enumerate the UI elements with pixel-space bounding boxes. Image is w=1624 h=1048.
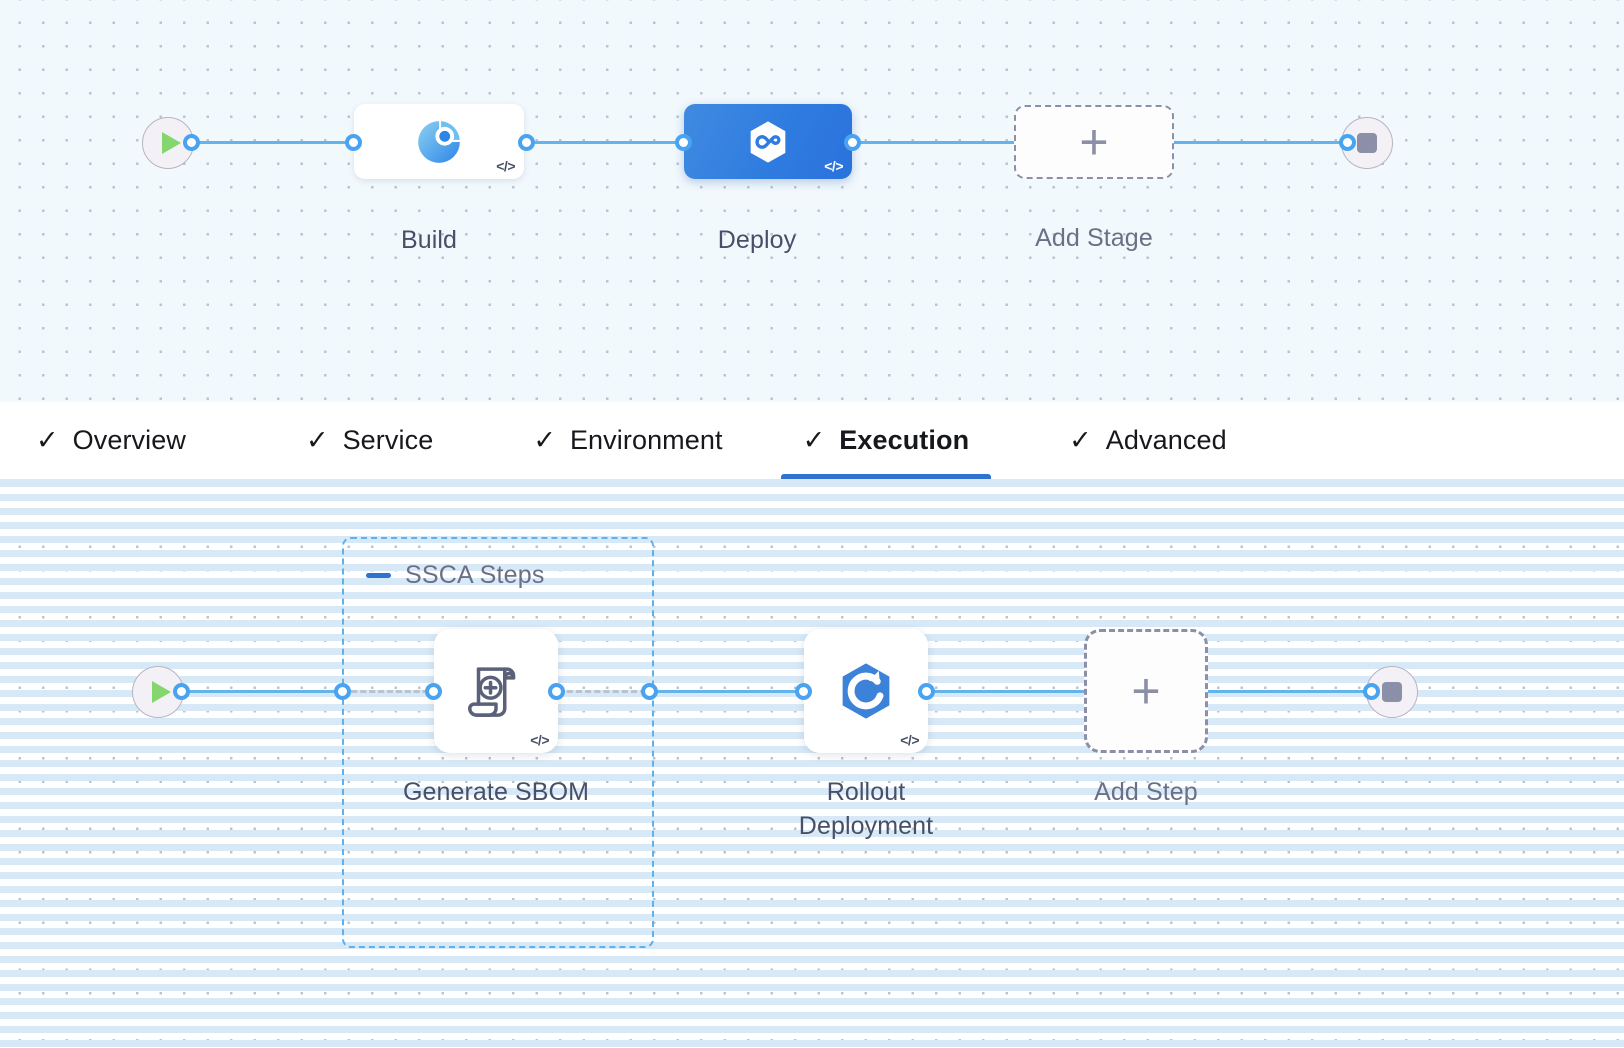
- step-label-generate-sbom: Generate SBOM: [402, 778, 590, 806]
- step-label-rollout-deployment: Rollout Deployment: [746, 776, 986, 843]
- play-icon: [161, 132, 181, 154]
- stage-card-deploy[interactable]: </>: [684, 104, 852, 179]
- stage-build-out-port[interactable]: [518, 134, 535, 151]
- step-group-out-port[interactable]: [641, 683, 658, 700]
- step-graph-canvas[interactable]: SSCA Steps </>: [0, 480, 1624, 1048]
- hexagon-refresh-icon: [842, 663, 890, 719]
- plus-icon: +: [1079, 114, 1109, 170]
- add-step-label: Add Step: [1094, 778, 1198, 806]
- stage-deploy-out-port[interactable]: [844, 134, 861, 151]
- edge-start-to-build: [188, 141, 360, 144]
- tab-overview-label: Overview: [72, 425, 186, 455]
- hexagon-infinity-icon: [750, 120, 786, 163]
- step-sbom-in-port[interactable]: [425, 683, 442, 700]
- tab-service-label: Service: [342, 425, 434, 455]
- stage-config-tabbar: ✓ Overview ✓ Service ✓ Environment ✓ Exe…: [0, 402, 1624, 480]
- check-icon: ✓: [802, 425, 826, 455]
- tab-service[interactable]: ✓ Service: [306, 402, 433, 479]
- tab-execution-label: Execution: [839, 425, 970, 455]
- edge-sbom-to-group-out: [556, 690, 652, 693]
- add-stage-button[interactable]: +: [1014, 105, 1174, 179]
- step-card-rollout-deployment[interactable]: </>: [804, 629, 928, 753]
- step-sbom-out-port[interactable]: [548, 683, 565, 700]
- stop-icon: [1357, 133, 1377, 153]
- stage-card-build[interactable]: </>: [354, 104, 524, 179]
- edge-addstep-to-end: [1206, 690, 1372, 693]
- scroll-plus-icon: [468, 667, 516, 717]
- check-icon: ✓: [305, 425, 329, 455]
- build-pie-icon: [418, 120, 460, 163]
- step-group-title: SSCA Steps: [405, 561, 545, 589]
- step-group-header[interactable]: SSCA Steps: [366, 561, 545, 590]
- stage-deploy-in-port[interactable]: [675, 134, 692, 151]
- check-icon: ✓: [36, 425, 59, 455]
- stage-end-port[interactable]: [1339, 134, 1356, 151]
- tab-advanced-label: Advanced: [1105, 425, 1227, 455]
- add-stage-label: Add Stage: [1035, 224, 1153, 252]
- step-label-rollout-line2: Deployment: [798, 811, 934, 840]
- step-end-port[interactable]: [1363, 683, 1380, 700]
- step-group-in-port[interactable]: [334, 683, 351, 700]
- stage-graph-canvas[interactable]: </> Build </> Deploy + Add Stage: [0, 0, 1624, 410]
- edge-group-in-to-sbom: [350, 690, 434, 693]
- check-icon: ✓: [533, 425, 556, 455]
- sbom-code-badge[interactable]: </>: [530, 732, 549, 748]
- tab-environment-label: Environment: [569, 425, 723, 455]
- add-step-button[interactable]: +: [1084, 629, 1208, 753]
- stage-start-port[interactable]: [183, 134, 200, 151]
- step-start-port[interactable]: [173, 683, 190, 700]
- stage-build-in-port[interactable]: [345, 134, 362, 151]
- edge-addstage-to-end: [1160, 141, 1356, 144]
- edge-deploy-to-addstage: [844, 141, 1024, 144]
- step-group-ssca[interactable]: SSCA Steps: [342, 537, 654, 948]
- edge-group-to-rollout: [648, 690, 814, 693]
- step-rollout-in-port[interactable]: [795, 683, 812, 700]
- deploy-code-badge[interactable]: </>: [824, 158, 843, 174]
- stop-icon: [1382, 682, 1402, 702]
- rollout-code-badge[interactable]: </>: [900, 732, 919, 748]
- stage-label-build: Build: [400, 226, 458, 254]
- stage-label-deploy: Deploy: [717, 226, 797, 254]
- tab-advanced[interactable]: ✓ Advanced: [1069, 402, 1227, 479]
- edge-rollout-to-addstep: [926, 690, 1092, 693]
- plus-icon: +: [1131, 663, 1161, 719]
- step-label-rollout-line1: Rollout: [826, 778, 906, 806]
- build-code-badge[interactable]: </>: [496, 158, 515, 174]
- edge-start-to-group: [178, 690, 350, 693]
- step-card-generate-sbom[interactable]: </>: [434, 629, 558, 753]
- step-rollout-out-port[interactable]: [918, 683, 935, 700]
- tab-environment[interactable]: ✓ Environment: [533, 402, 722, 479]
- tab-overview[interactable]: ✓ Overview: [36, 402, 186, 479]
- check-icon: ✓: [1069, 425, 1092, 455]
- stage-end-node[interactable]: [1341, 117, 1393, 169]
- play-icon: [151, 681, 171, 703]
- minus-icon[interactable]: [366, 573, 391, 578]
- edge-build-to-deploy: [518, 141, 698, 144]
- tab-execution[interactable]: ✓ Execution: [780, 402, 991, 479]
